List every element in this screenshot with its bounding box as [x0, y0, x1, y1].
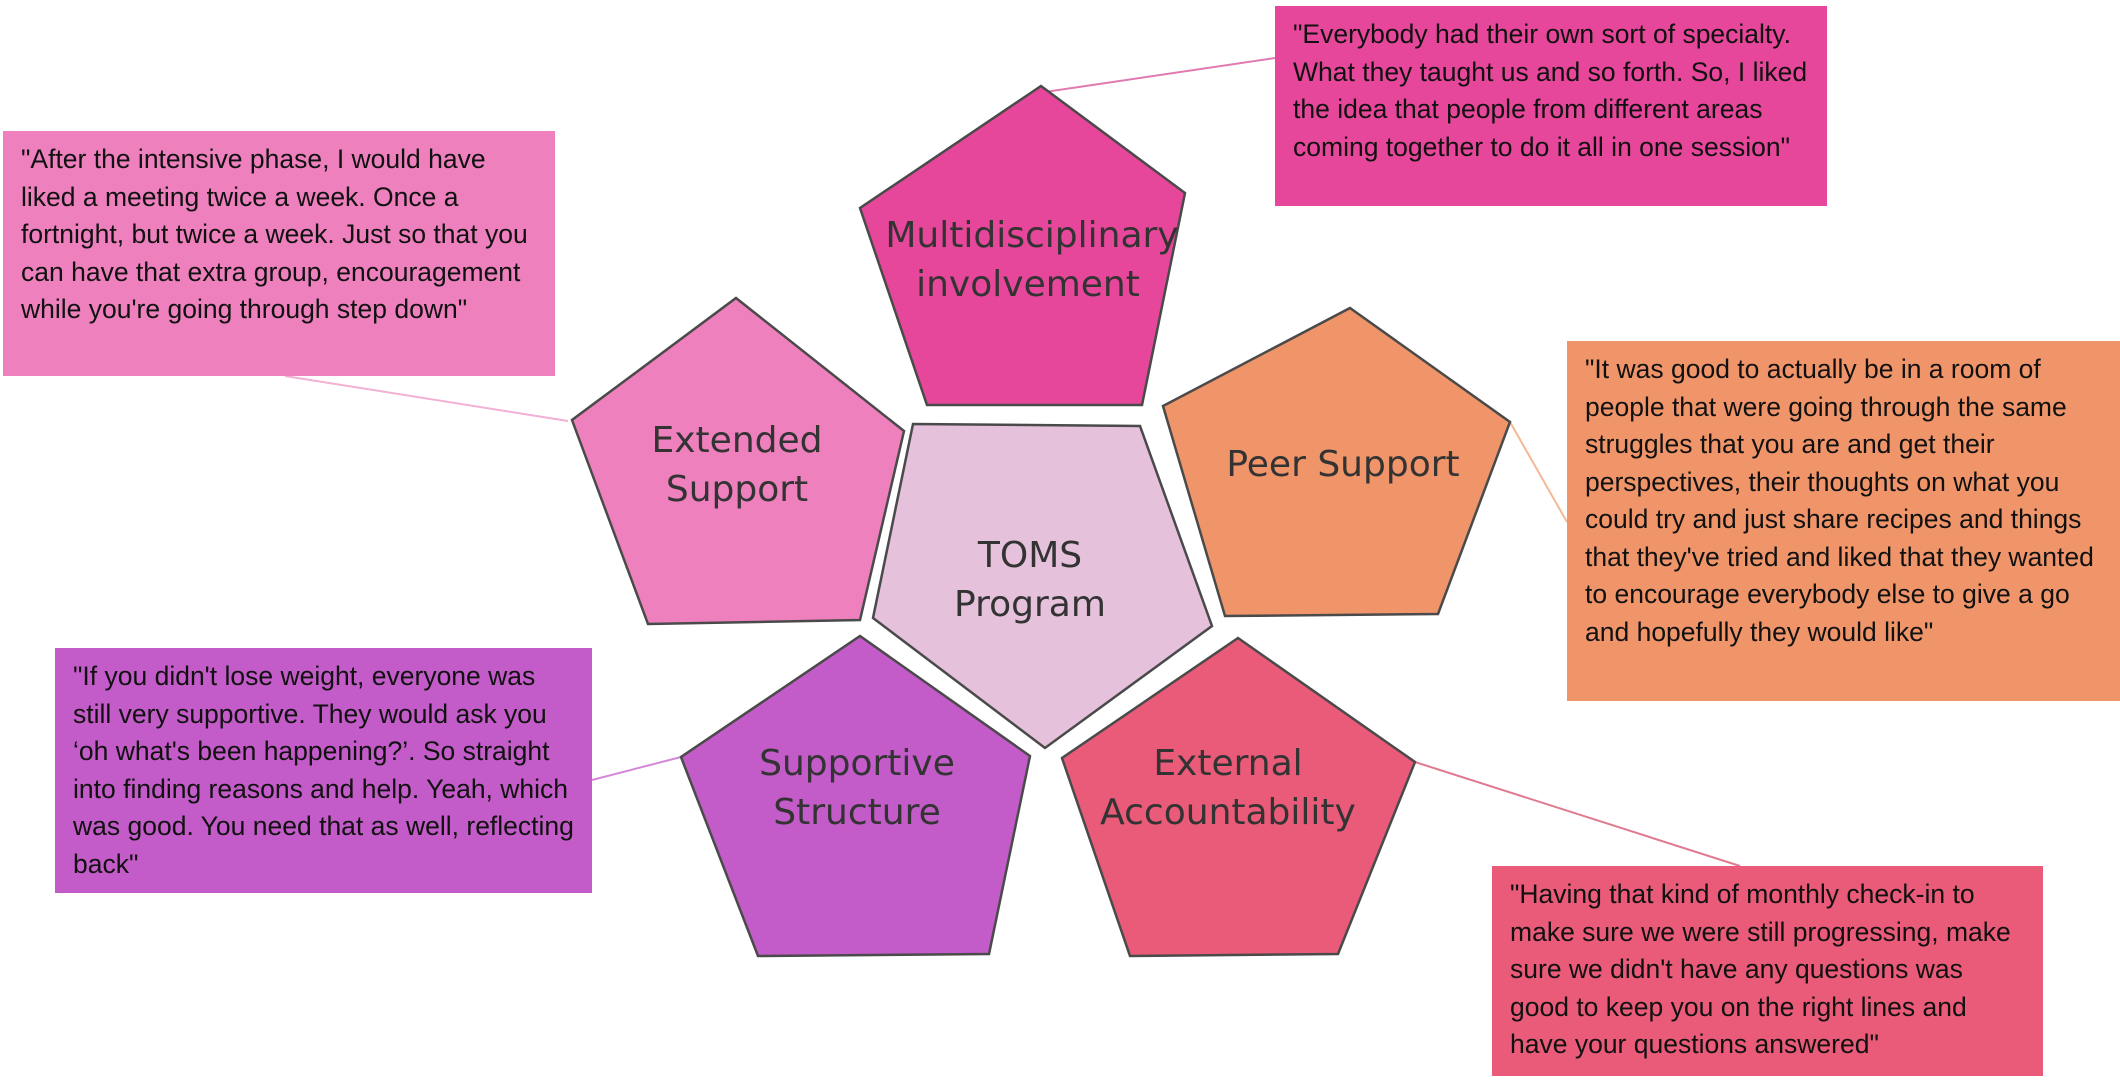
extended-label-line1: Extended: [652, 420, 823, 461]
quote-external-accountability: "Having that kind of monthly check-in to…: [1492, 866, 2043, 1076]
supportive-label-line1: Supportive: [759, 743, 955, 784]
connector-supportive: [591, 756, 682, 781]
quote-extended-support: "After the intensive phase, I would have…: [3, 131, 555, 376]
pentagon-extended: [570, 296, 906, 626]
quote-supportive-structure: "If you didn't lose weight, everyone was…: [55, 648, 592, 893]
connector-extended: [284, 375, 569, 422]
pentagon-center: [871, 422, 1214, 750]
extended-label-line2: Support: [666, 469, 808, 510]
connector-peer: [1509, 421, 1568, 523]
external-label-line2: Accountability: [1100, 792, 1356, 833]
connector-multidisciplinary: [1044, 57, 1276, 93]
center-label-line2: Program: [954, 584, 1106, 625]
multidisciplinary-label-line1: Multidisciplinary: [885, 215, 1178, 256]
quote-peer-support: "It was good to actually be in a room of…: [1567, 341, 2120, 701]
center-label-line1: TOMS: [977, 535, 1082, 576]
pentagon-external: [1060, 636, 1417, 958]
connector-external: [1414, 761, 1741, 867]
supportive-label-line2: Structure: [773, 792, 940, 833]
multidisciplinary-label-line2: involvement: [916, 264, 1140, 305]
pentagon-peer: [1161, 306, 1512, 618]
external-label-line1: External: [1153, 743, 1302, 784]
peer-label-line1: Peer Support: [1226, 444, 1459, 485]
pentagon-supportive: [679, 634, 1032, 958]
pentagon-multidisciplinary: [858, 84, 1187, 407]
quote-multidisciplinary: "Everybody had their own sort of special…: [1275, 6, 1827, 206]
